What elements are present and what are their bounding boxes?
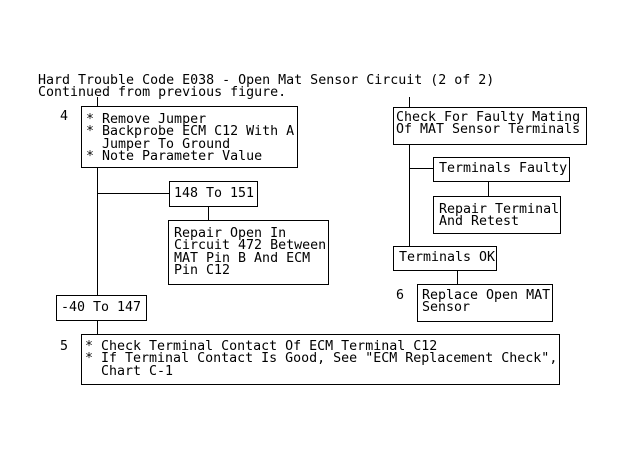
connector-branch-terminals-faulty: [409, 168, 433, 169]
connector-continued-to-step4: [97, 97, 98, 106]
connector-faulty-to-repair-terminal: [488, 181, 489, 196]
connector-left-trunk: [97, 167, 98, 295]
terminals-faulty-box: Terminals Faulty: [433, 157, 570, 182]
range-148-to-151-box: 148 To 151: [169, 181, 258, 207]
range-neg40-to-147-box: -40 To 147: [56, 295, 147, 321]
connector-continued-to-check-mating: [409, 97, 410, 107]
check-faulty-mating-box: Check For Faulty Mating Of MAT Sensor Te…: [393, 107, 587, 145]
step6-number: 6: [396, 288, 405, 303]
connector-neg40-to-step5: [97, 320, 98, 334]
connector-148-to-repair: [208, 206, 209, 220]
repair-open-circuit-box: Repair Open In Circuit 472 Between MAT P…: [168, 220, 329, 285]
chart-title: Hard Trouble Code E038 - Open Mat Sensor…: [38, 73, 495, 88]
replace-mat-sensor-box: Replace Open MAT Sensor: [417, 284, 553, 322]
chart-subtitle: Continued from previous figure.: [38, 85, 287, 101]
terminals-ok-box: Terminals OK: [393, 246, 497, 271]
connector-ok-to-replace: [457, 270, 458, 284]
step4-number: 4: [60, 109, 69, 124]
connector-right-trunk: [409, 144, 410, 246]
step5-instructions-box: * Check Terminal Contact Of ECM Terminal…: [81, 334, 560, 385]
step4-instructions-box: * Remove Jumper * Backprobe ECM C12 With…: [81, 106, 298, 168]
repair-terminal-retest-box: Repair Terminal And Retest: [433, 196, 561, 234]
connector-branch-148: [97, 193, 169, 194]
step5-number: 5: [60, 339, 69, 354]
